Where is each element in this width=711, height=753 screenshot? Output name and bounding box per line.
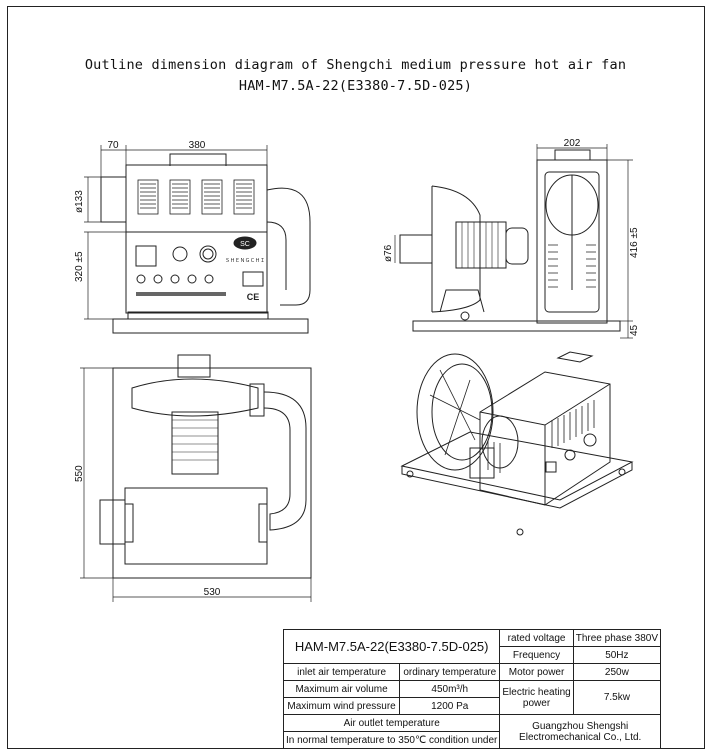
dim-front-left-offset: 70 [107,140,119,151]
spec-frequency-value: 50Hz [572,646,662,664]
dim-front-height: 320 ±5 [74,251,85,282]
spec-motor-power-label: Motor power [499,663,574,681]
iso-vents [487,400,595,473]
spec-outlet-temp-value: In normal temperature to 350℃ condition … [282,731,501,749]
side-fan-stand [439,289,485,313]
front-gauge [199,245,217,263]
spec-rated-voltage-value: Three phase 380V [572,629,662,647]
front-vent-slots [137,179,255,215]
dim-side-inlet-diameter: ø76 [383,244,394,262]
front-ce-mark: CE [247,292,260,302]
dim-side-width: 202 [564,138,581,149]
front-temperature-knob [172,246,188,262]
spec-heating-power-label: Electric heating power [499,680,574,715]
front-indicator-lights [136,274,214,284]
spec-max-wind-pressure-value: 1200 Pa [399,697,501,715]
side-dimension-lines [394,144,633,339]
front-logo-mark [233,236,257,250]
spec-heating-power-label-line2: power [522,697,551,709]
spec-heating-power-label-line1: Electric heating [502,686,571,698]
iso-outlet-duct [481,415,519,469]
side-fan-inlet [399,234,433,264]
side-view: 202 ø76 416 ±5 45 [383,138,640,339]
top-base-plate [112,367,312,579]
spec-motor-power-value: 250w [572,663,662,681]
side-vents [548,244,596,288]
top-view: 550 530 [74,354,312,602]
spec-outlet-temp-label: Air outlet temperature [282,714,501,732]
spec-max-wind-pressure-label: Maximum wind pressure [282,697,401,715]
side-motor-body [455,221,507,269]
side-motor-cap [505,227,529,265]
front-nameplate-strip [136,292,226,296]
front-base-plate [112,318,309,334]
dim-top-width: 530 [204,587,221,598]
spec-company: Guangzhou Shengshi Electromechanical Co.… [499,714,662,749]
top-fan-housing [131,378,259,417]
diagram-title: Outline dimension diagram of Shengchi me… [84,57,627,73]
spec-max-air-volume-label: Maximum air volume [282,680,401,698]
spec-rated-voltage-label: rated voltage [499,629,574,647]
top-motor-body [171,411,219,475]
side-heater-housing [536,159,608,324]
front-base-frame [127,311,269,320]
dim-top-depth: 550 [74,465,85,482]
model-subtitle: HAM-M7.5A-22(E3380-7.5D-025) [238,78,473,94]
iso-fan-wheel [416,353,494,471]
top-heater-housing [124,487,268,565]
spec-inlet-temp-value: ordinary temperature [399,663,501,681]
iso-heater-housing [479,371,611,506]
side-handle [554,149,591,160]
front-brand-text: ＳＨＥＮＧＣＨＩ [225,258,265,264]
top-fan-outlet [177,354,211,378]
spec-company-line2: Electromechanical Co., Ltd. [519,731,642,743]
dim-front-outlet-diameter: ø133 [74,190,85,213]
front-air-duct [266,187,311,306]
spec-company-line1: Guangzhou Shengshi [532,720,629,732]
spec-heating-power-value: 7.5kw [572,680,662,715]
dim-side-height: 416 ±5 [629,227,640,258]
iso-base-plate [400,431,634,501]
isometric-view [400,351,634,536]
iso-handle [556,351,594,363]
drawing-sheet-border [7,6,705,749]
front-logo-text: SC [240,241,250,248]
front-dimension-lines [84,145,268,320]
side-base-plate [412,320,621,332]
front-handle [169,153,227,166]
spec-inlet-temp-label: inlet air temperature [282,663,401,681]
front-heater-housing [125,164,268,314]
spec-frequency-label: Frequency [499,646,574,664]
top-dimension-lines [80,367,312,602]
spec-model: HAM-M7.5A-22(E3380-7.5D-025) [282,629,501,664]
spec-max-air-volume-value: 450m³/h [399,680,501,698]
front-view: SC ＳＨＥＮＧＣＨＩ CE 70 380 ø133 [74,140,311,334]
dim-side-base: 45 [629,324,640,336]
front-display-window [135,245,157,267]
top-air-duct [263,391,307,531]
front-outlet-flange [100,176,127,223]
specification-table: HAM-M7.5A-22(E3380-7.5D-025) rated volta… [282,629,662,749]
side-heater-window [544,171,600,313]
dim-front-width: 380 [189,140,206,151]
